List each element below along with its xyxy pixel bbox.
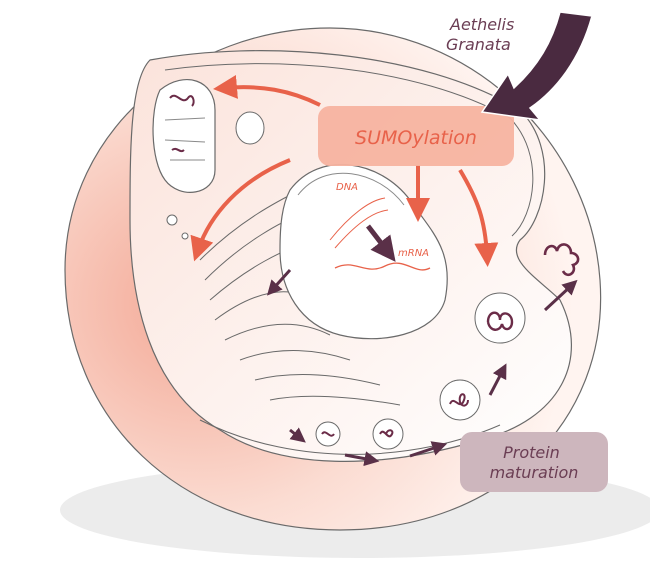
protein-maturation-box: Protein maturation [460, 432, 608, 492]
sumoylation-arrows [190, 75, 499, 267]
maturation-arrows [266, 268, 578, 467]
protein-maturation-label: Protein maturation [490, 443, 579, 482]
nucleus: DNA mRNA [279, 164, 448, 340]
aethelis-granata-label: Aethelis Granata [446, 15, 519, 54]
vesicle [235, 111, 265, 145]
sumoylation-label: SUMOylation [355, 127, 477, 149]
sumoylation-box: SUMOylation [318, 106, 514, 166]
dna-label: DNA [336, 182, 358, 193]
protein-vesicles [315, 243, 580, 450]
mitochondrion [152, 79, 216, 193]
aethelis-granata-arrow [480, 11, 593, 122]
mrna-label: mRNA [398, 248, 429, 259]
